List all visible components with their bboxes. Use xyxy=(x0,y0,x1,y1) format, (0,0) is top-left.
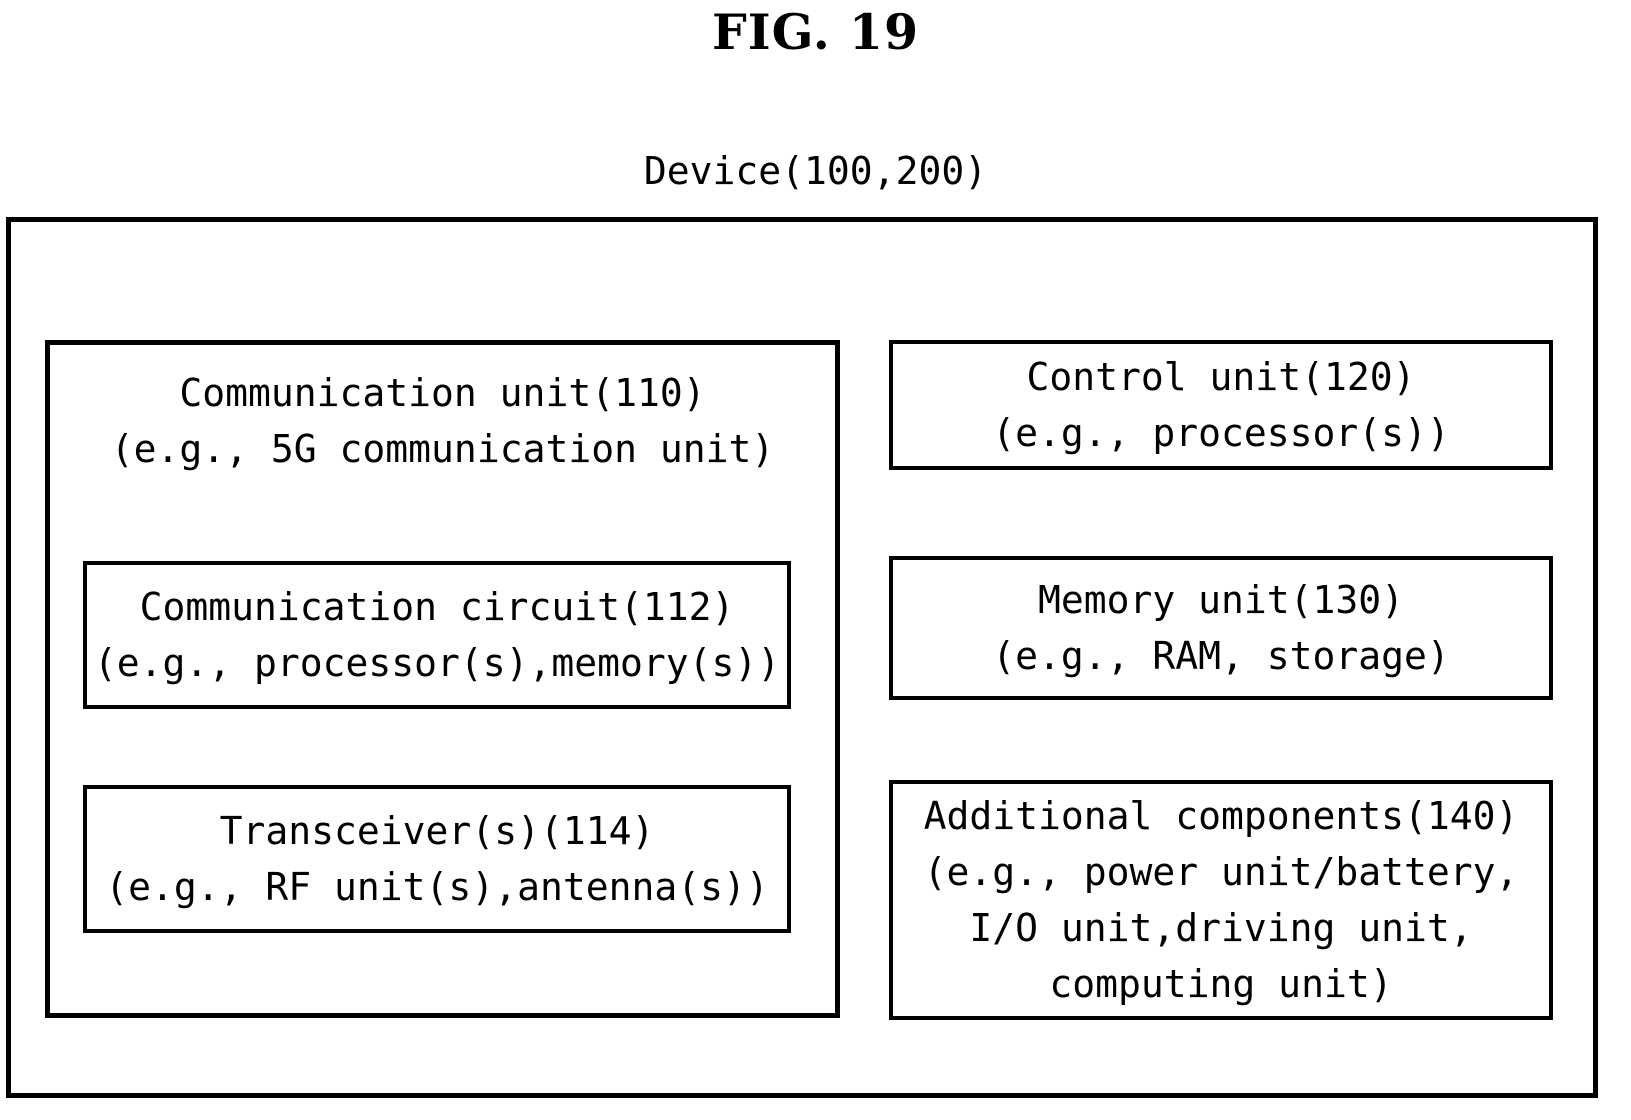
memory-unit-box: Memory unit(130) (e.g., RAM, storage) xyxy=(889,556,1553,700)
communication-unit-heading: Communication unit(110) (e.g., 5G commun… xyxy=(50,365,835,477)
transceiver-title: Transceiver(s)(114) xyxy=(219,809,655,853)
figure-title: FIG. 19 xyxy=(711,3,920,61)
memory-unit-subtitle: (e.g., RAM, storage) xyxy=(992,634,1450,678)
communication-circuit-box: Communication circuit(112) (e.g., proces… xyxy=(83,561,791,709)
control-unit-box: Control unit(120) (e.g., processor(s)) xyxy=(889,340,1553,470)
transceiver-subtitle: (e.g., RF unit(s),antenna(s)) xyxy=(105,865,769,909)
communication-unit-subtitle: (e.g., 5G communication unit) xyxy=(110,427,775,471)
device-caption: Device(100,200) xyxy=(643,149,988,193)
transceiver-box: Transceiver(s)(114) (e.g., RF unit(s),an… xyxy=(83,785,791,933)
additional-components-box: Additional components(140) (e.g., power … xyxy=(889,780,1553,1020)
additional-components-line-4: computing unit) xyxy=(1049,962,1393,1006)
communication-unit-title: Communication unit(110) xyxy=(179,371,706,415)
communication-unit-box: Communication unit(110) (e.g., 5G commun… xyxy=(45,340,840,1018)
additional-components-line-2: (e.g., power unit/battery, xyxy=(923,850,1519,894)
communication-circuit-subtitle: (e.g., processor(s),memory(s)) xyxy=(93,641,781,685)
device-outer-box: Communication unit(110) (e.g., 5G commun… xyxy=(6,217,1598,1098)
additional-components-line-3: I/O unit,driving unit, xyxy=(969,906,1473,950)
additional-components-title: Additional components(140) xyxy=(923,794,1519,838)
right-column: Control unit(120) (e.g., processor(s)) M… xyxy=(883,332,1570,1022)
memory-unit-title: Memory unit(130) xyxy=(1037,578,1405,622)
control-unit-subtitle: (e.g., processor(s)) xyxy=(992,411,1450,455)
communication-circuit-title: Communication circuit(112) xyxy=(139,585,735,629)
control-unit-title: Control unit(120) xyxy=(1026,355,1416,399)
